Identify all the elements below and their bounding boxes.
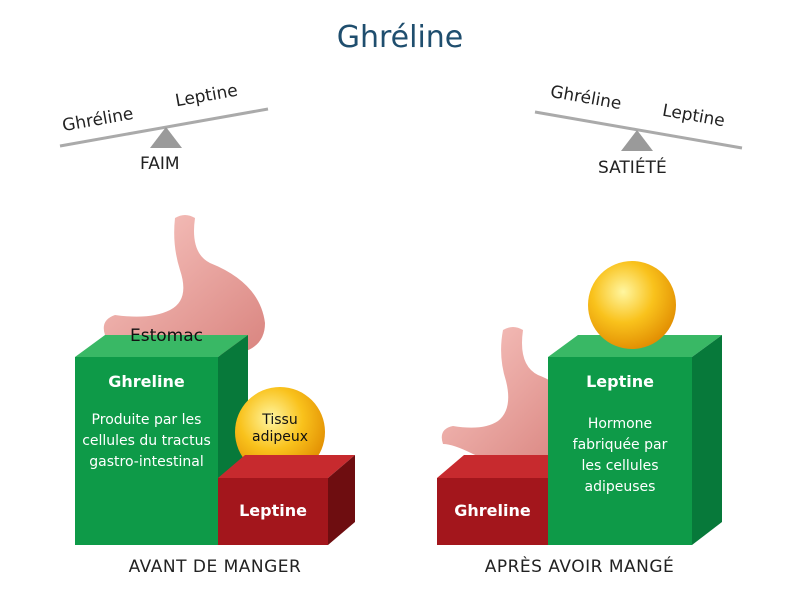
leptin-box-title: Leptine <box>239 501 307 520</box>
stomach-label: Estomac <box>130 326 203 346</box>
ghrelin-box <box>437 455 575 545</box>
adipose-label-line1: Tissu <box>262 412 298 428</box>
scale-pivot-icon <box>150 127 182 148</box>
caption-after-eating: APRÈS AVOIR MANGÉ <box>484 557 675 577</box>
leptin-box-text: Hormone fabriquée par les cellules adipe… <box>572 416 668 495</box>
adipose-tissue-icon <box>588 261 676 349</box>
scale-beam <box>59 107 269 148</box>
caption-before-eating: AVANT DE MANGER <box>128 557 302 577</box>
adipose-label: Tissu adipeux <box>250 412 310 446</box>
state-label-hunger: FAIM <box>140 154 180 174</box>
page-title: Ghréline <box>336 20 464 55</box>
stomach-icon <box>441 327 574 463</box>
leptin-box <box>218 455 355 545</box>
ghrelin-box-title: Ghreline <box>108 372 185 391</box>
adipose-label-line2: adipeux <box>251 429 308 445</box>
ghrelin-box-title: Ghreline <box>454 501 531 520</box>
right-balance-scale <box>534 110 743 151</box>
scale-beam <box>534 110 743 150</box>
stomach-icon <box>103 215 265 356</box>
ghrelin-box-text: Produite par les cellules du tractus gas… <box>82 412 211 470</box>
left-balance-scale <box>59 107 269 148</box>
adipose-tissue-icon <box>235 387 325 477</box>
scale-pivot-icon <box>621 130 653 151</box>
leptin-box-title: Leptine <box>586 372 654 391</box>
leptin-box <box>548 335 722 545</box>
state-label-satiety: SATIÉTÉ <box>598 158 667 178</box>
